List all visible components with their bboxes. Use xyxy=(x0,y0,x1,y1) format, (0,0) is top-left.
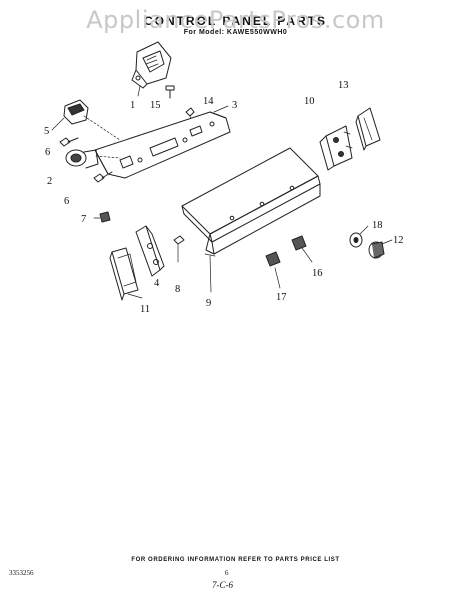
callout-12: 12 xyxy=(393,235,404,246)
callout-17: 17 xyxy=(276,292,287,303)
part-console-panel xyxy=(181,147,321,293)
callout-18: 18 xyxy=(372,220,383,231)
callout-9: 9 xyxy=(206,298,211,309)
part-display-panel xyxy=(109,247,139,301)
part-side-bracket xyxy=(319,125,353,171)
part-nut-17 xyxy=(265,251,281,289)
leader-line xyxy=(137,85,141,97)
page-title: CONTROL PANEL PARTS xyxy=(143,14,328,28)
callout-2: 2 xyxy=(47,176,52,187)
part-rotary-switch xyxy=(65,149,121,169)
part-timer-assembly xyxy=(131,41,172,89)
callout-13: 13 xyxy=(338,80,349,91)
part-nut-16 xyxy=(291,235,313,263)
callout-8: 8 xyxy=(175,284,180,295)
part-knob xyxy=(368,239,393,259)
watermark-text: AppliancePartsPros.com xyxy=(86,6,385,34)
page-number: 6 xyxy=(225,569,229,577)
part-nut-7 xyxy=(93,211,111,223)
callout-3: 3 xyxy=(232,100,237,111)
callout-6-upper: 6 xyxy=(45,147,50,158)
handwritten-note: 7-C-6 xyxy=(212,580,233,590)
part-screw-15 xyxy=(165,85,175,99)
callout-4: 4 xyxy=(154,278,160,289)
callout-1: 1 xyxy=(130,100,135,111)
callout-10: 10 xyxy=(304,96,315,107)
part-screw-6b xyxy=(93,171,113,183)
callout-6-lower: 6 xyxy=(64,196,69,207)
part-switch xyxy=(63,99,121,141)
part-screw-8 xyxy=(173,235,185,263)
callout-16: 16 xyxy=(312,268,323,279)
part-knob-bracket xyxy=(135,225,165,277)
part-mounting-bracket xyxy=(94,105,231,179)
callout-11: 11 xyxy=(140,304,150,315)
part-screw-6a xyxy=(59,137,79,147)
ordering-note: FOR ORDERING INFORMATION REFER TO PARTS … xyxy=(131,557,340,563)
model-number: For Model: KAWE550WWH0 xyxy=(183,29,288,36)
callout-5: 5 xyxy=(44,126,49,137)
callout-14: 14 xyxy=(203,96,214,107)
document-number: 3353256 xyxy=(9,569,34,577)
part-end-cap xyxy=(355,107,381,151)
part-washer xyxy=(349,225,369,248)
callout-15: 15 xyxy=(150,100,161,111)
callout-7: 7 xyxy=(81,214,86,225)
